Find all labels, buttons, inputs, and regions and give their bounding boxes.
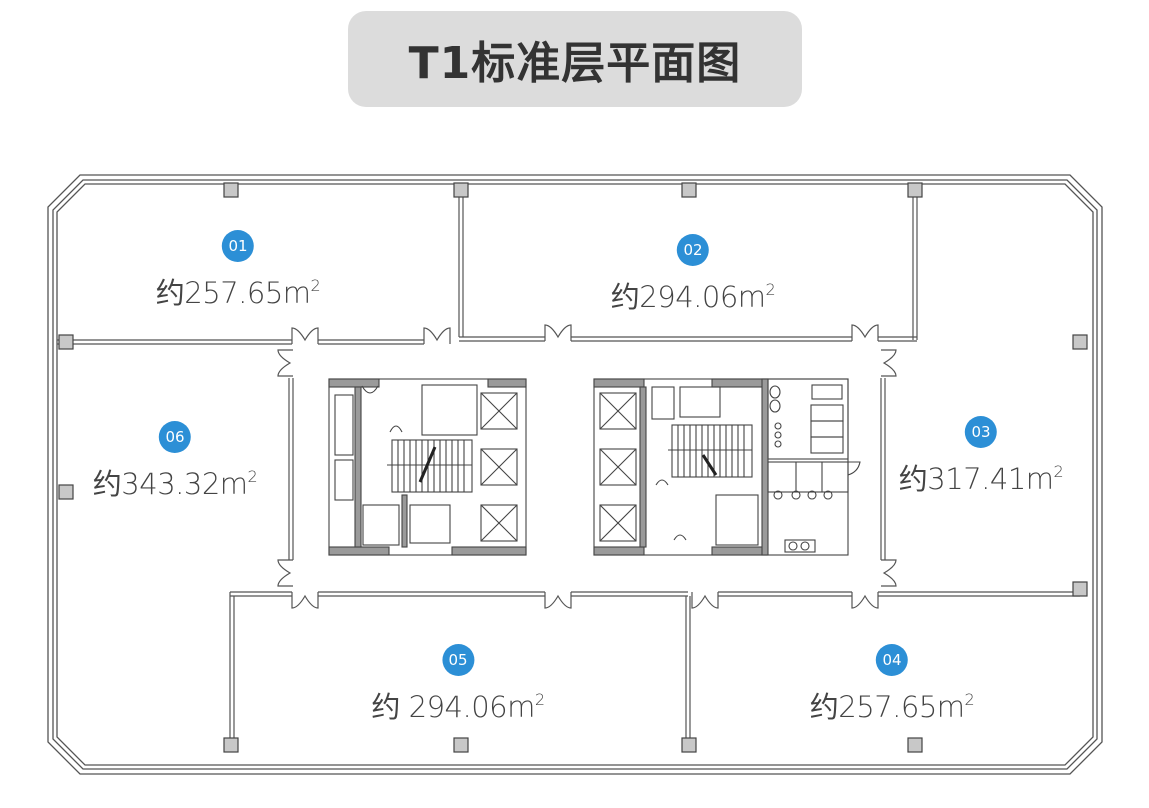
unit-area: 约257.65m2: [809, 690, 975, 724]
corridor-doors: [277, 324, 897, 609]
interior-partitions: [57, 190, 1080, 742]
unit-badge: 06: [159, 421, 191, 453]
unit-area: 约257.65m2: [155, 276, 321, 310]
exterior-wall: [47, 174, 1103, 775]
unit-area: 约317.41m2: [898, 462, 1064, 496]
unit-06-label: 06 约343.32m2: [92, 421, 258, 503]
unit-area: 约343.32m2: [92, 467, 258, 501]
columns: [58, 182, 1088, 753]
unit-01-label: 01 约257.65m2: [155, 230, 321, 312]
unit-badge: 04: [876, 644, 908, 676]
unit-03-label: 03 约317.41m2: [898, 416, 1064, 498]
title-banner: T1标准层平面图: [348, 11, 802, 107]
unit-badge: 05: [441, 644, 474, 676]
unit-05-label: 05 约 294.06m2: [371, 644, 545, 726]
right-core: [593, 378, 861, 556]
unit-area: 约 294.06m2: [371, 690, 545, 724]
left-core: [328, 378, 527, 556]
unit-04-label: 04 约257.65m2: [809, 644, 975, 726]
unit-badge: 01: [222, 230, 254, 262]
unit-area: 约294.06m2: [610, 280, 776, 314]
unit-badge: 02: [677, 234, 709, 266]
page-title: T1标准层平面图: [408, 38, 742, 89]
unit-badge: 03: [965, 416, 997, 448]
unit-02-label: 02 约294.06m2: [610, 234, 776, 316]
